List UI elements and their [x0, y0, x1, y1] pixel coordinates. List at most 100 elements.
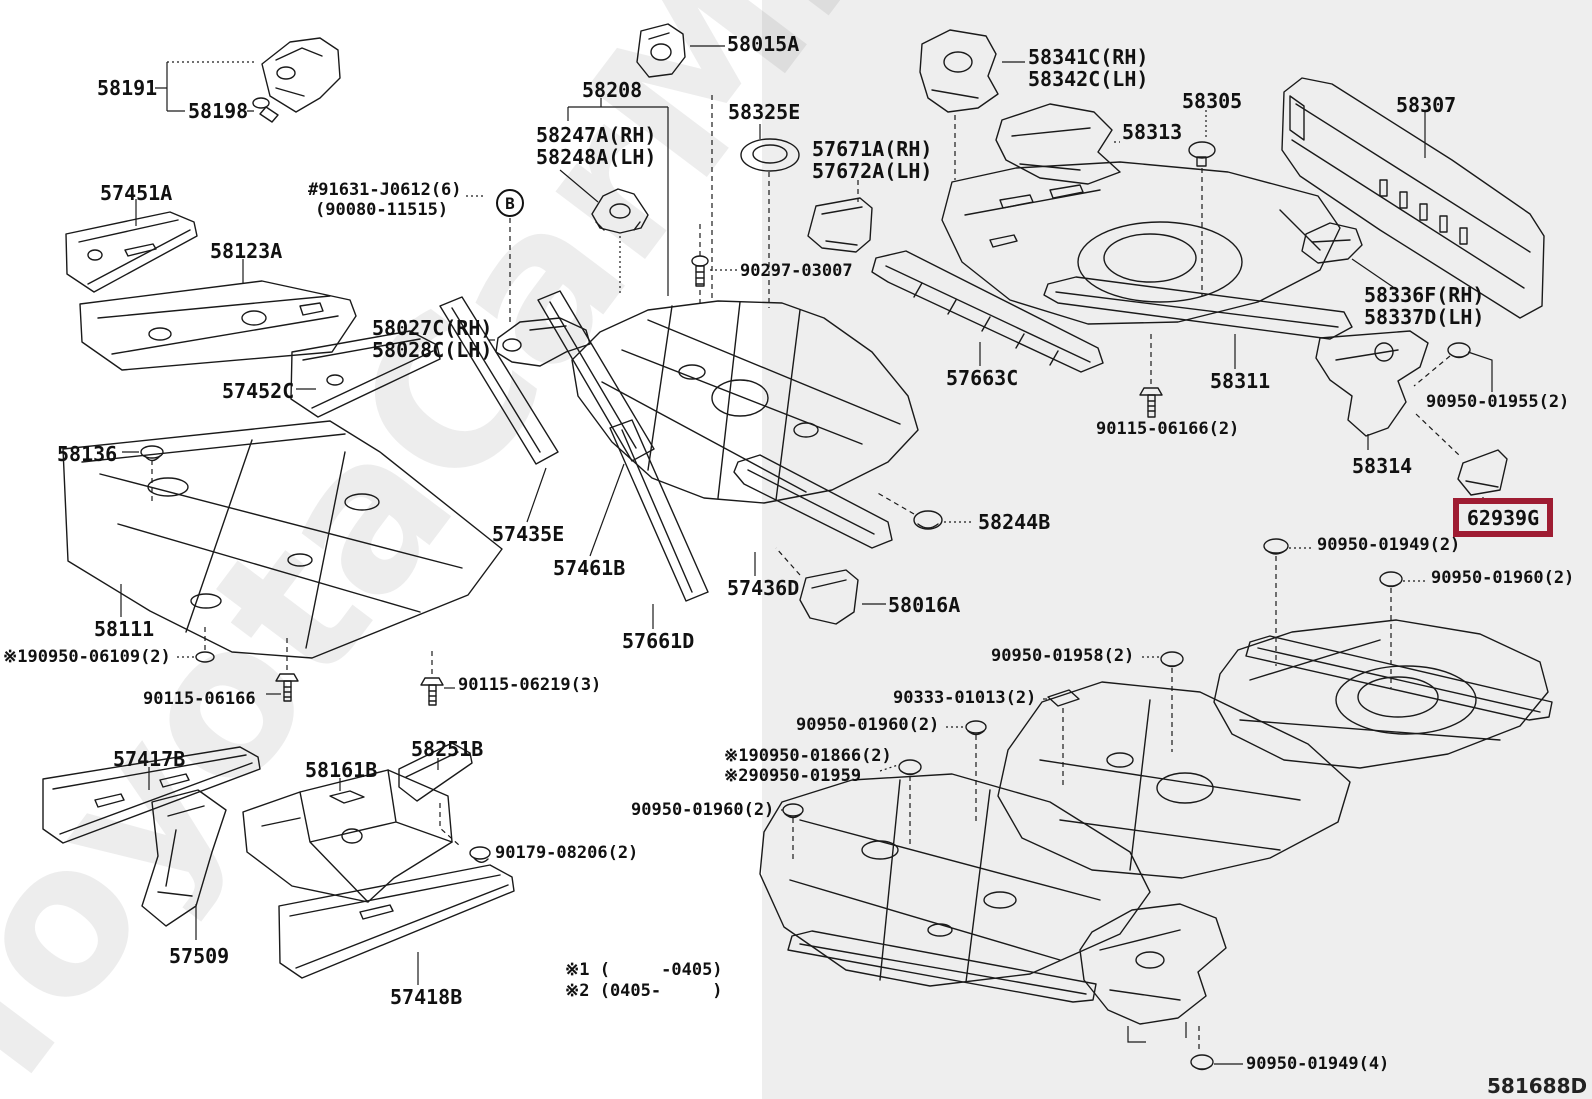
part-drawing-57661D — [609, 419, 709, 602]
part-label-57661D[interactable]: 57661D — [622, 629, 695, 653]
part-drawing-57435E — [439, 296, 559, 465]
part-drawing-58198-bolt — [252, 97, 279, 123]
part-label-58123A[interactable]: 58123A — [210, 239, 283, 263]
part-label-90080-11515[interactable]: (90080-11515) — [315, 200, 449, 220]
part-label-58015A[interactable]: 58015A — [727, 32, 800, 56]
part-label-58136[interactable]: 58136 — [57, 442, 118, 466]
part-drawing-clip-90950-06109 — [195, 651, 215, 663]
part-drawing-58027C-duct — [495, 317, 591, 367]
part-drawing-58305-clip — [1188, 141, 1216, 167]
part-label-57452C[interactable]: 57452C — [222, 379, 295, 403]
part-label-90950-01955[interactable]: 90950-01955(2) — [1426, 392, 1570, 412]
part-drawing-58191-bracket — [261, 37, 341, 113]
part-label-58341C[interactable]: 58341C(RH) — [1028, 45, 1149, 69]
part-drawing-57452C — [290, 330, 441, 418]
callout-b-marker[interactable]: B — [496, 189, 524, 217]
part-drawing-58307-rear-panel — [1281, 77, 1545, 319]
part-drawing-clip-90950-01949b — [1190, 1054, 1214, 1071]
part-drawing-plate-90333-01013 — [1047, 689, 1080, 707]
part-label-58314[interactable]: 58314 — [1352, 454, 1413, 478]
part-label-90115-06166[interactable]: 90115-06166 — [143, 689, 256, 709]
part-label-58016A[interactable]: 58016A — [888, 593, 961, 617]
part-label-58028C[interactable]: 58028C(LH) — [372, 338, 493, 362]
part-label-58198[interactable]: 58198 — [188, 99, 249, 123]
part-drawing-58341C — [919, 29, 999, 113]
part-label-90950-01960-a[interactable]: 90950-01960(2) — [1431, 568, 1575, 588]
part-label-58027C[interactable]: 58027C(RH) — [372, 316, 493, 340]
part-drawing-bolt-90115-06166-2 — [1139, 387, 1163, 418]
part-label-90179-08206[interactable]: 90179-08206(2) — [495, 843, 639, 863]
part-label-90950-01949-b[interactable]: 90950-01949(4) — [1246, 1054, 1390, 1074]
part-label-90950-01866[interactable]: ※190950-01866(2) — [724, 746, 892, 766]
part-drawing-front-floor-pan-lower — [759, 773, 1151, 987]
part-label-57671A[interactable]: 57671A(RH) — [812, 137, 933, 161]
part-drawing-57451A — [65, 211, 198, 293]
part-label-90950-01960-b[interactable]: 90950-01960(2) — [796, 715, 940, 735]
part-label-58208[interactable]: 58208 — [582, 78, 643, 102]
part-label-58325E[interactable]: 58325E — [728, 100, 801, 124]
part-label-57418B[interactable]: 57418B — [390, 985, 463, 1009]
part-label-90950-01960-c[interactable]: 90950-01960(2) — [631, 800, 775, 820]
leader-lines — [120, 45, 1493, 1065]
part-drawing-58247A-mount — [591, 188, 649, 234]
part-label-90950-06109[interactable]: ※190950-06109(2) — [3, 647, 171, 667]
part-drawing-62939G-pad — [1457, 449, 1508, 496]
part-label-91631-J0612[interactable]: #91631-J0612(6) — [308, 180, 462, 200]
part-label-58305[interactable]: 58305 — [1182, 89, 1243, 113]
part-drawing-center-floor-pan — [571, 300, 919, 504]
part-label-90950-01959[interactable]: ※290950-01959 — [724, 766, 862, 786]
part-label-90115-06219[interactable]: 90115-06219(3) — [458, 675, 602, 695]
part-drawing-58336F — [1301, 222, 1363, 264]
part-label-58311[interactable]: 58311 — [1210, 369, 1271, 393]
part-label-57509[interactable]: 57509 — [169, 944, 230, 968]
part-drawing-clip-90950-01866 — [898, 759, 922, 776]
part-label-58244B[interactable]: 58244B — [978, 510, 1051, 534]
part-label-58337D[interactable]: 58337D(LH) — [1364, 305, 1485, 329]
part-label-57672A[interactable]: 57672A(LH) — [812, 159, 933, 183]
part-label-58191[interactable]: 58191 — [97, 76, 158, 100]
part-drawing-58016A — [799, 569, 859, 625]
highlighted-part-62939G[interactable]: 62939G — [1453, 498, 1553, 537]
part-label-90333-01013[interactable]: 90333-01013(2) — [893, 688, 1037, 708]
part-label-57436D[interactable]: 57436D — [727, 576, 800, 600]
part-drawing-clip-90950-01949a — [1263, 538, 1289, 555]
part-drawing-58161B — [242, 769, 453, 903]
part-label-57663C[interactable]: 57663C — [946, 366, 1019, 390]
part-label-58313[interactable]: 58313 — [1122, 120, 1183, 144]
part-label-58248A[interactable]: 58248A(LH) — [536, 145, 657, 169]
part-label-90115-06166-2[interactable]: 90115-06166(2) — [1096, 419, 1240, 439]
part-label-58247A[interactable]: 58247A(RH) — [536, 123, 657, 147]
part-label-58342C[interactable]: 58342C(LH) — [1028, 67, 1149, 91]
part-drawing-58251B — [398, 742, 473, 802]
part-label-57435E[interactable]: 57435E — [492, 522, 565, 546]
part-drawing-clip-90950-01960b — [965, 720, 987, 736]
part-drawing-center-floor-pan-lower — [997, 681, 1351, 879]
part-label-90950-01958[interactable]: 90950-01958(2) — [991, 646, 1135, 666]
part-label-90950-01949-a[interactable]: 90950-01949(2) — [1317, 535, 1461, 555]
part-drawing-57417B — [42, 746, 261, 844]
part-drawing-58314 — [1315, 330, 1429, 437]
part-drawing-58123A — [79, 280, 357, 371]
part-drawing-clip-90950-01958 — [1160, 651, 1184, 668]
part-drawings — [42, 23, 1553, 1071]
part-label-58336F[interactable]: 58336F(RH) — [1364, 283, 1485, 307]
part-label-57417B[interactable]: 57417B — [113, 747, 186, 771]
part-label-58161B[interactable]: 58161B — [305, 758, 378, 782]
part-label-57461B[interactable]: 57461B — [553, 556, 626, 580]
part-drawing-58313 — [995, 103, 1121, 185]
part-drawing-58015A-duct — [636, 23, 686, 78]
part-drawing-sill-upper-right — [1245, 635, 1553, 721]
part-label-58307[interactable]: 58307 — [1396, 93, 1457, 117]
part-label-57451A[interactable]: 57451A — [100, 181, 173, 205]
legend-note-2: ※2 (0405- ) — [565, 981, 723, 1001]
part-drawing-sill-lower — [787, 930, 1097, 1003]
part-drawing-clip-90950-01960c — [782, 803, 804, 819]
part-drawing-57436D — [733, 454, 893, 549]
part-label-58111[interactable]: 58111 — [94, 617, 155, 641]
part-drawing-clip-90179-08206 — [469, 846, 491, 863]
part-drawing-57418B — [278, 864, 515, 979]
part-label-58251B[interactable]: 58251B — [411, 737, 484, 761]
part-label-90297-03007[interactable]: 90297-03007 — [740, 261, 853, 281]
